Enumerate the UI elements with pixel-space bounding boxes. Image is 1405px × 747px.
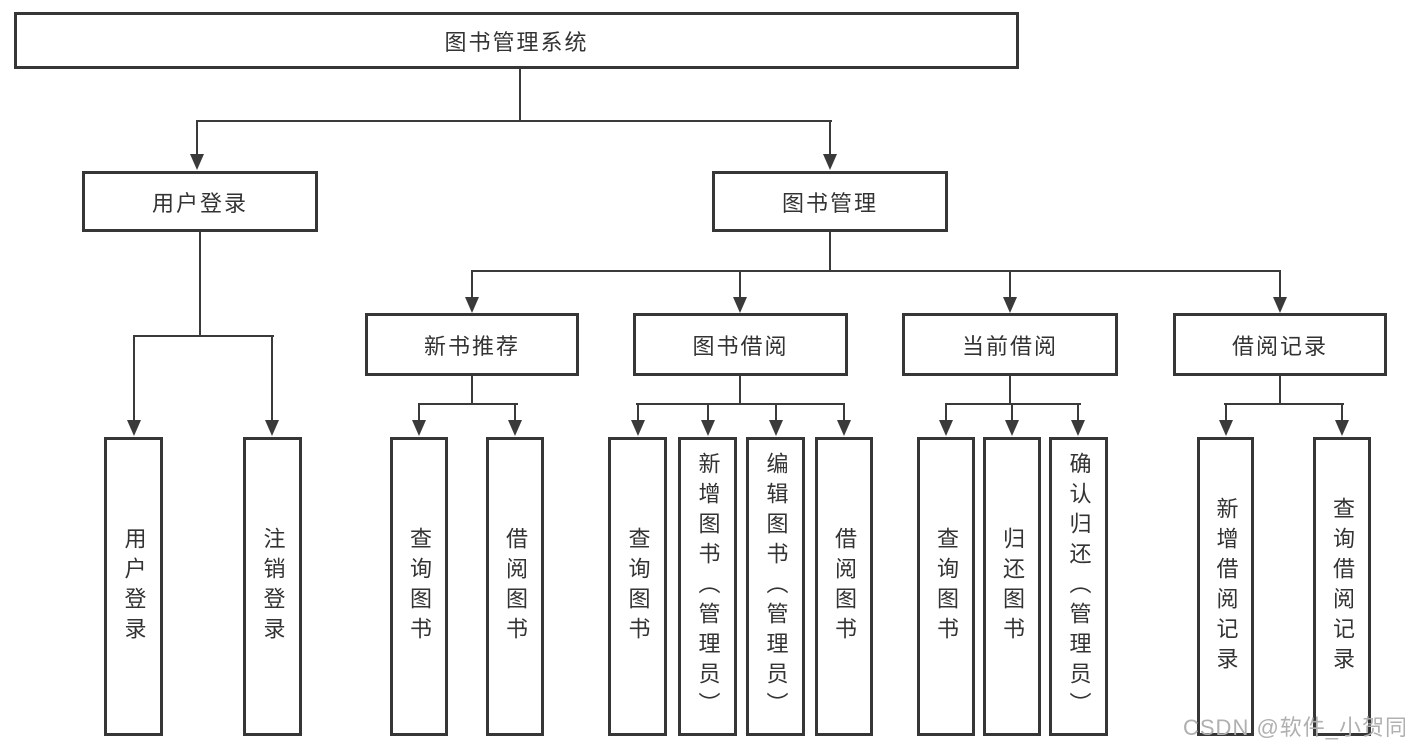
arrow-down-icon <box>1273 270 1287 313</box>
leaf-logout: 注销登录 <box>243 437 302 736</box>
leaf-borrow-books: 借阅图书 <box>815 437 873 736</box>
leaf-confirm-return-admin: 确认归还（管理员） <box>1049 437 1108 736</box>
arrow-down-icon <box>837 403 851 436</box>
connector-borrow-bar <box>636 403 845 405</box>
leaf-user-login: 用户登录 <box>104 437 163 736</box>
leaf-query-books-borrow: 查询图书 <box>608 437 667 736</box>
leaf-add-books-admin: 新增图书（管理员） <box>678 437 737 736</box>
connector-current-bar <box>945 403 1081 405</box>
arrow-down-icon <box>1003 270 1017 313</box>
leaf-add-borrow-record: 新增借阅记录 <box>1197 437 1254 736</box>
arrow-down-icon <box>823 120 837 170</box>
leaf-borrow-books-recommend: 借阅图书 <box>486 437 544 736</box>
connector-login-bar <box>133 335 274 337</box>
node-user-login: 用户登录 <box>82 171 318 232</box>
connector-current-stem <box>1009 376 1011 405</box>
arrow-down-icon <box>769 403 783 436</box>
node-root: 图书管理系统 <box>14 12 1019 69</box>
csdn-watermark: CSDN @软件_小贺同学 <box>1183 715 1405 740</box>
arrow-down-icon <box>465 270 479 313</box>
connector-root-bar <box>196 120 832 122</box>
arrow-down-icon <box>631 403 645 436</box>
connector-mgmt-stem <box>829 232 831 272</box>
node-new-book-recommend: 新书推荐 <box>365 313 579 376</box>
connector-borrow-stem <box>739 376 741 405</box>
leaf-return-books: 归还图书 <box>983 437 1041 736</box>
node-book-management: 图书管理 <box>712 171 948 232</box>
arrow-down-icon <box>412 403 426 436</box>
connector-mgmt-bar <box>471 270 1281 272</box>
leaf-query-books-recommend: 查询图书 <box>390 437 448 736</box>
arrow-down-icon <box>1005 403 1019 436</box>
connector-login-stem <box>199 232 201 336</box>
arrow-down-icon <box>733 270 747 313</box>
arrow-down-icon <box>127 335 141 436</box>
arrow-down-icon <box>508 403 522 436</box>
connector-recommend-stem <box>471 376 473 405</box>
leaf-query-books-current: 查询图书 <box>917 437 975 736</box>
connector-records-stem <box>1279 376 1281 405</box>
arrow-down-icon <box>1219 403 1233 436</box>
connector-records-bar <box>1224 403 1344 405</box>
arrow-down-icon <box>939 403 953 436</box>
arrow-down-icon <box>265 335 279 436</box>
arrow-down-icon <box>1335 403 1349 436</box>
connector-recommend-bar <box>418 403 518 405</box>
arrow-down-icon <box>701 403 715 436</box>
node-current-borrow: 当前借阅 <box>902 313 1118 376</box>
leaf-edit-books-admin: 编辑图书（管理员） <box>746 437 805 736</box>
arrow-down-icon <box>1071 403 1085 436</box>
node-borrow-records: 借阅记录 <box>1173 313 1387 376</box>
node-book-borrow: 图书借阅 <box>633 313 848 376</box>
connector-root-stem <box>519 69 521 122</box>
leaf-query-borrow-record: 查询借阅记录 <box>1313 437 1371 736</box>
arrow-down-icon <box>190 120 204 170</box>
